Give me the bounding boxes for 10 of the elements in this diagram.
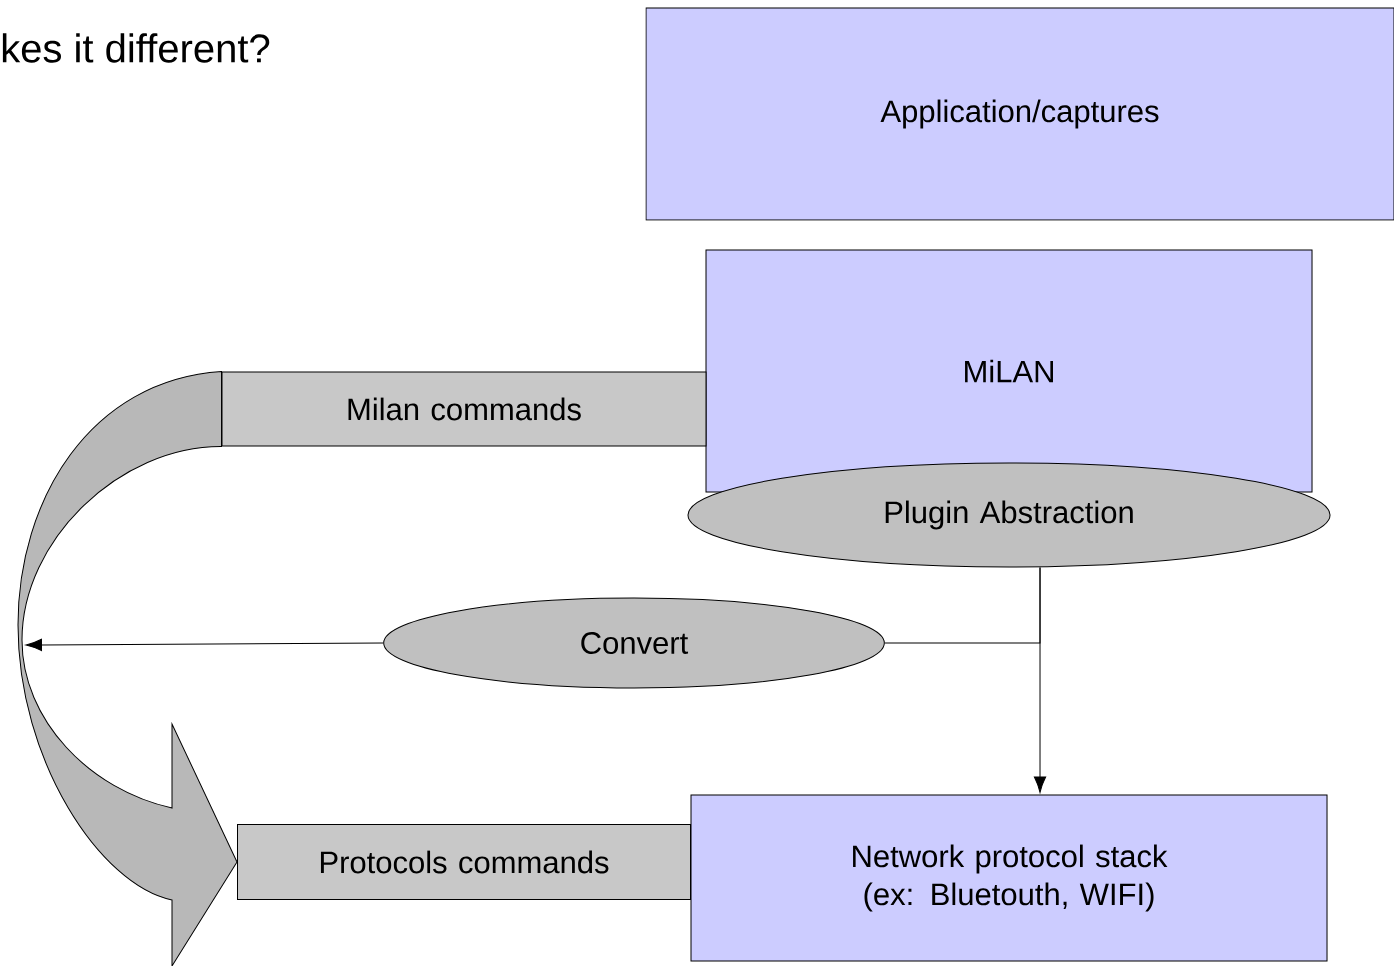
command-bar: Milan commands (221, 371, 707, 447)
curved-arrow (17, 371, 238, 966)
oval-label: Plugin Abstraction (687, 462, 1331, 568)
command-bar: Protocols commands (237, 824, 691, 900)
process-box: Network protocol stack (ex: Bluetouth, WIFI) (690, 794, 1328, 962)
process-box: Application/captures (645, 7, 1394, 221)
oval-label: Convert (383, 597, 885, 689)
title-text: kes it different? (2, 33, 270, 63)
process-box: MiLAN (705, 249, 1313, 493)
arrow (25, 638, 384, 652)
